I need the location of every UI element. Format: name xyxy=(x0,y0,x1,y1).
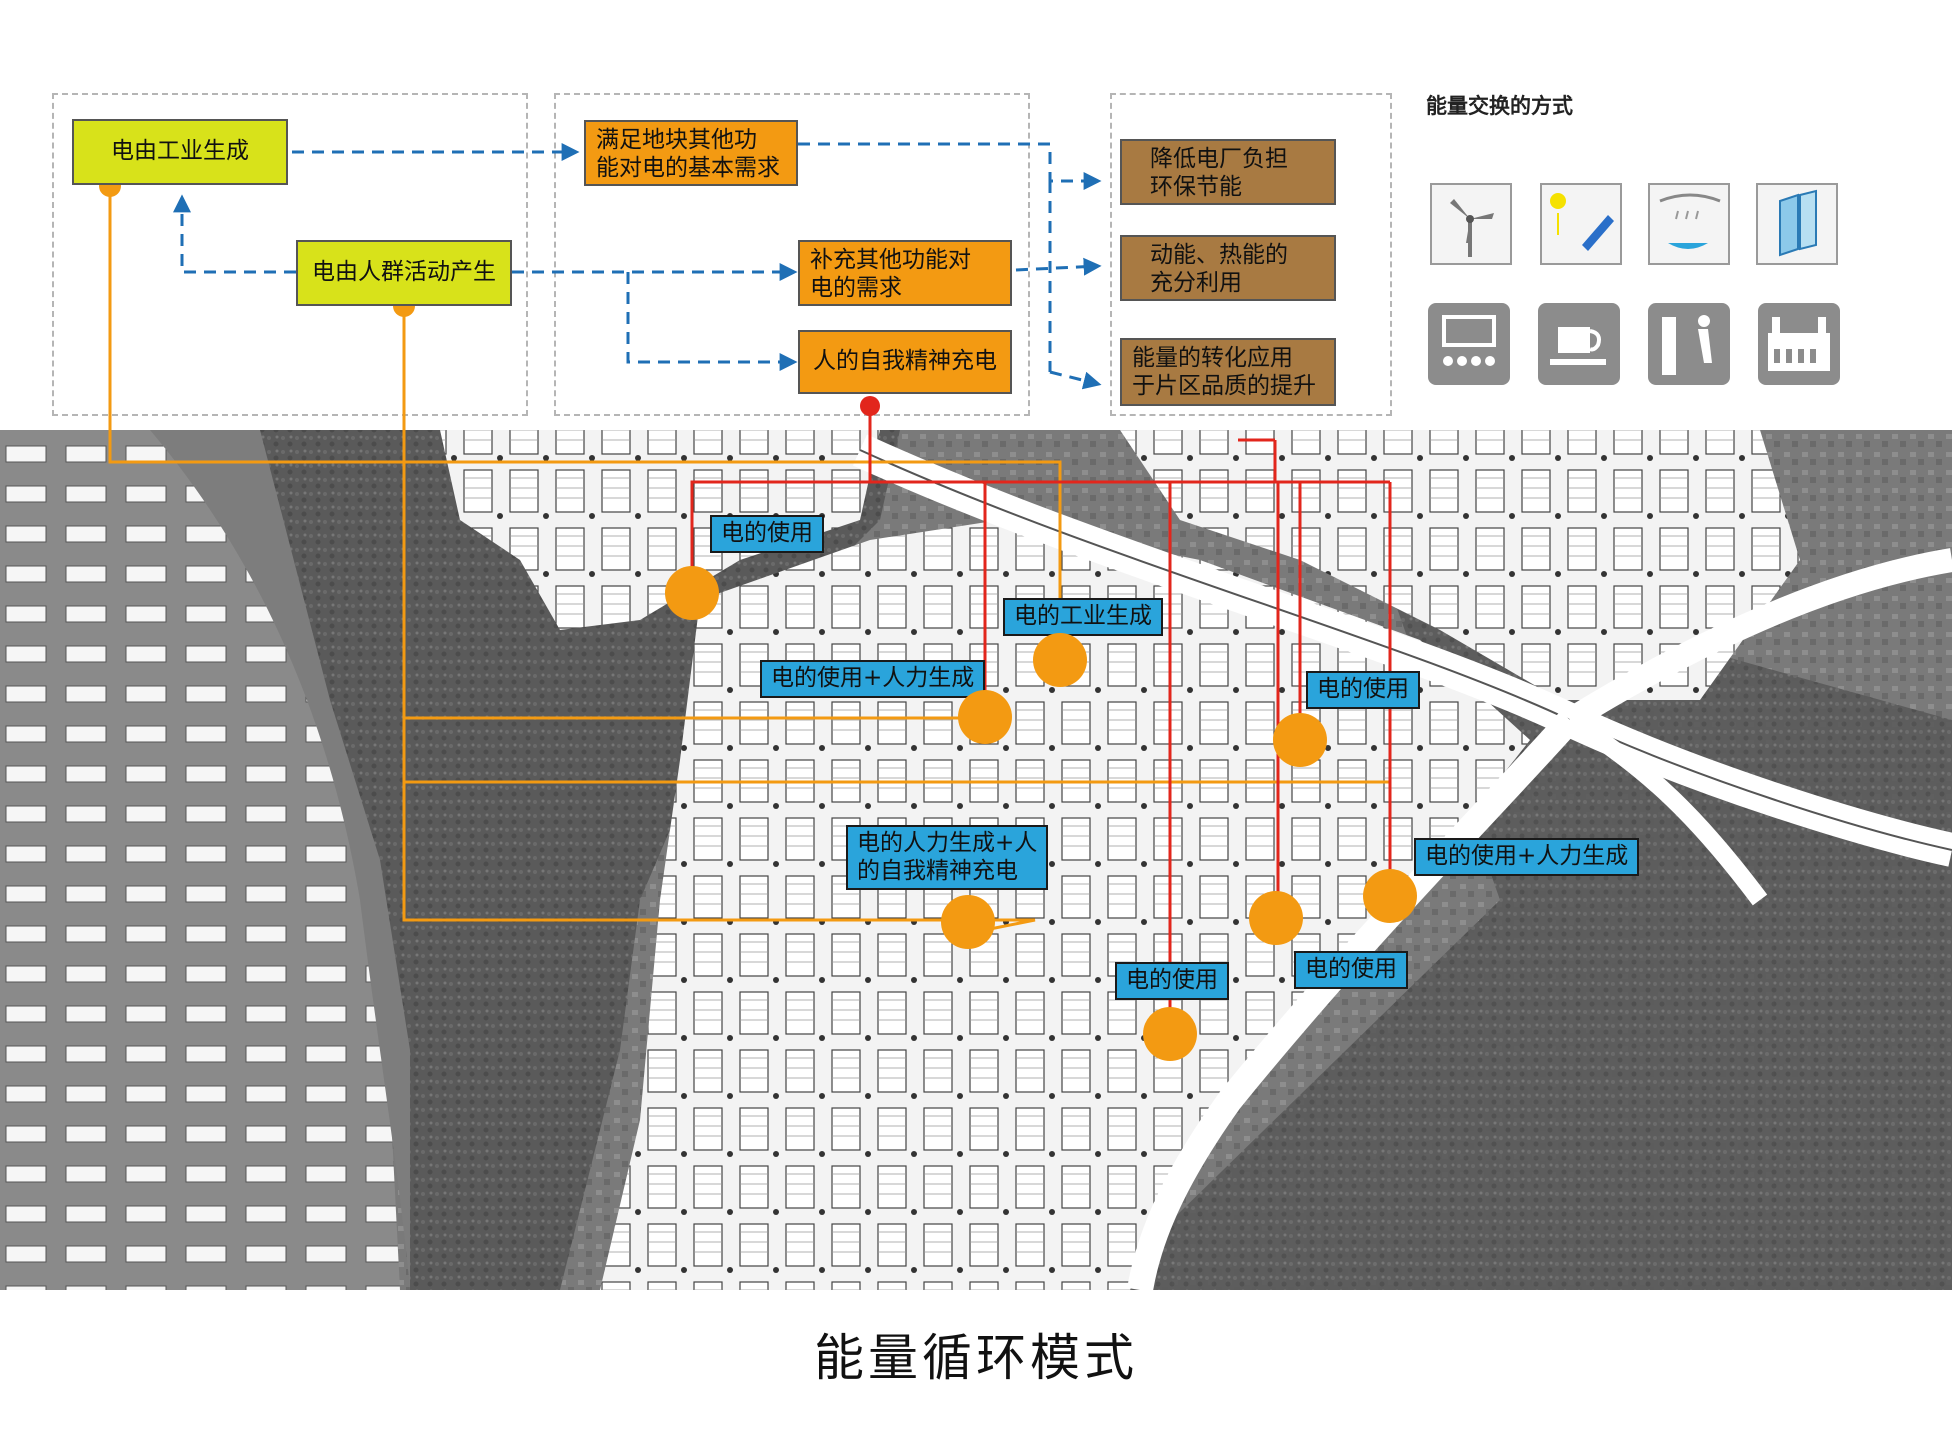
map-tag-usage-human-1-text: 电的使用+人力生成 xyxy=(771,665,975,691)
outcome-energy-node: 动能、热能的 充分利用 xyxy=(1120,235,1336,301)
aerial-map xyxy=(0,430,1952,1290)
footer-title: 能量循环模式 xyxy=(814,1329,1138,1387)
map-dot-usage-human-1 xyxy=(958,690,1012,744)
source-zone xyxy=(52,93,528,416)
map-tag-usage-3: 电的使用 xyxy=(1115,962,1229,1000)
outcome-plant-node: 降低电厂负担 环保节能 xyxy=(1120,139,1336,205)
map-dot-usage-4 xyxy=(1249,891,1303,945)
map-dot-industrial xyxy=(1033,633,1087,687)
map-dot-usage-3 xyxy=(1143,1007,1197,1061)
outcome-energy-line-1: 动能、热能的 xyxy=(1150,242,1288,268)
map-tag-usage-human-2: 电的使用+人力生成 xyxy=(1414,838,1640,876)
need-recharge-label: 人的自我精神充电 xyxy=(813,348,997,375)
map-dot-usage-human-2 xyxy=(1363,869,1417,923)
legend-title: 能量交换的方式 xyxy=(1426,94,1573,118)
map-tag-human-recharge-line-2: 的自我精神充电 xyxy=(857,857,1018,884)
map-tag-usage-1: 电的使用 xyxy=(710,515,824,553)
outcome-plant-line-1: 降低电厂负担 xyxy=(1150,146,1288,172)
map-tag-usage-human-1: 电的使用+人力生成 xyxy=(760,660,986,698)
outcome-quality-line-1: 能量的转化应用 xyxy=(1132,345,1293,371)
map-dot-human-recharge xyxy=(941,895,995,949)
rain-collector-icon xyxy=(1648,183,1730,265)
recharge-dot xyxy=(860,396,880,416)
building-facade-icon xyxy=(1758,303,1840,385)
outcome-quality-node: 能量的转化应用 于片区品质的提升 xyxy=(1120,338,1336,406)
need-recharge-node: 人的自我精神充电 xyxy=(798,330,1012,394)
map-tag-usage-4: 电的使用 xyxy=(1294,951,1408,989)
demand-zone xyxy=(554,93,1030,416)
need-supplement-line-2: 电的需求 xyxy=(810,274,902,301)
need-basic-line-2: 能对电的基本需求 xyxy=(596,154,780,181)
map-tag-usage-2: 电的使用 xyxy=(1306,671,1420,709)
solar-panel-icon xyxy=(1540,183,1622,265)
map-tag-human-recharge: 电的人力生成+人 的自我精神充电 xyxy=(846,825,1049,891)
source-crowd-node: 电由人群活动产生 xyxy=(296,240,512,306)
need-basic-line-1: 满足地块其他功 xyxy=(596,127,757,153)
map-dot-usage-1 xyxy=(665,566,719,620)
drinking-fountain-icon xyxy=(1648,303,1730,385)
map-dot-usage-2 xyxy=(1273,713,1327,767)
source-crowd-label: 电由人群活动产生 xyxy=(312,259,496,286)
outcome-energy-line-2: 充分利用 xyxy=(1150,269,1242,296)
need-supplement-line-1: 补充其他功能对 xyxy=(810,247,971,273)
need-supplement-node: 补充其他功能对 电的需求 xyxy=(798,240,1012,306)
source-industrial-node: 电由工业生成 xyxy=(72,119,288,185)
outcome-zone xyxy=(1110,93,1392,416)
blue-flow-lines xyxy=(173,142,1102,390)
orange-energy-lines xyxy=(108,186,1390,932)
source-industrial-label: 电由工业生成 xyxy=(111,138,249,165)
glass-panel-icon xyxy=(1756,183,1838,265)
need-basic-node: 满足地块其他功 能对电的基本需求 xyxy=(584,120,798,186)
outcome-plant-line-2: 环保节能 xyxy=(1150,173,1242,200)
theater-icon xyxy=(1428,303,1510,385)
outcome-quality-line-2: 于片区品质的提升 xyxy=(1132,372,1316,399)
wind-turbine-icon xyxy=(1430,183,1512,265)
coffee-cup-icon xyxy=(1538,303,1620,385)
map-tag-industrial: 电的工业生成 xyxy=(1003,598,1163,636)
map-tag-human-recharge-line-1: 电的人力生成+人 xyxy=(857,830,1038,856)
